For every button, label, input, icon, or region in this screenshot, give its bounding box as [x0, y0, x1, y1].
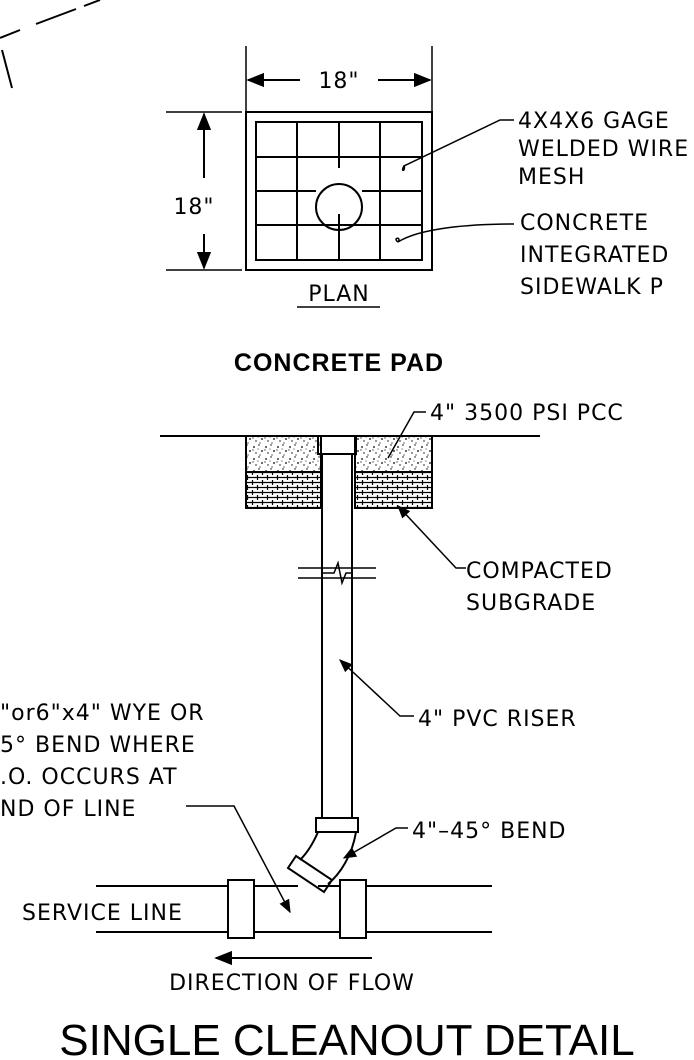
subgrade-label-line-1: COMPACTED: [466, 559, 613, 584]
bend-leader-line: [342, 827, 408, 859]
wye-label-line-1: "or6"x4" WYE OR: [0, 701, 205, 726]
mesh-label-line-1: 4X4X6 GAGE: [518, 109, 670, 134]
subgrade-right: [354, 471, 433, 509]
subgrade-left: [245, 471, 322, 509]
wye-label-line-2: 5° BEND WHERE: [0, 733, 196, 758]
sheet-border-fragment: [0, 0, 101, 89]
service-line-pipe: [96, 879, 492, 939]
concrete-label-line-3: SIDEWALK P: [520, 275, 664, 300]
height-dimension: 18": [166, 111, 242, 271]
pcc-label: 4" 3500 PSI PCC: [430, 401, 624, 426]
concrete-label-line-1: CONCRETE: [520, 211, 649, 236]
pcc-leader-line: [387, 411, 426, 459]
concrete-pad-outline: [245, 111, 433, 271]
cleanout-cap-circle: [315, 183, 363, 231]
service-line-label: SERVICE LINE: [22, 901, 183, 926]
subgrade-label-line-2: SUBGRADE: [466, 591, 596, 616]
wire-mesh-grid: [256, 122, 422, 260]
riser-leader-line: [339, 659, 414, 717]
plan-view: 18" 18" 4X4X6 GAGE WELDED WIRE MESH: [166, 46, 689, 377]
height-dimension-label: 18": [173, 195, 214, 220]
width-dimension-label: 18": [318, 69, 359, 94]
45-degree-bend: [286, 817, 359, 894]
wye-label-line-4: ND OF LINE: [0, 797, 136, 822]
plan-label: PLAN: [308, 282, 370, 307]
width-dimension: 18": [245, 46, 433, 112]
wye-label-line-3: .O. OCCURS AT: [0, 765, 178, 790]
concrete-section-left: [245, 435, 322, 473]
subgrade-leader-line: [397, 505, 466, 569]
concrete-label-line-2: INTEGRATED: [520, 243, 669, 268]
riser-label: 4" PVC RISER: [418, 707, 577, 732]
mesh-label-line-2: WELDED WIRE: [518, 137, 689, 162]
cleanout-cap: [317, 435, 357, 455]
bend-label: 4"–45° BEND: [412, 819, 567, 844]
wye-leader-line: [186, 805, 291, 914]
pvc-riser: [298, 454, 376, 818]
mesh-label-line-3: MESH: [518, 165, 585, 190]
concrete-section-right: [354, 435, 433, 473]
mesh-leader-line: [401, 119, 514, 172]
flow-direction-label: DIRECTION OF FLOW: [169, 971, 415, 996]
section-view: 4" 3500 PSI PCC COMPACTED SUBGRADE 4" PV…: [0, 401, 624, 996]
detail-title: SINGLE CLEANOUT DETAIL: [59, 1016, 634, 1060]
concrete-pad-title: CONCRETE PAD: [234, 349, 444, 377]
concrete-leader-line: [395, 223, 515, 243]
